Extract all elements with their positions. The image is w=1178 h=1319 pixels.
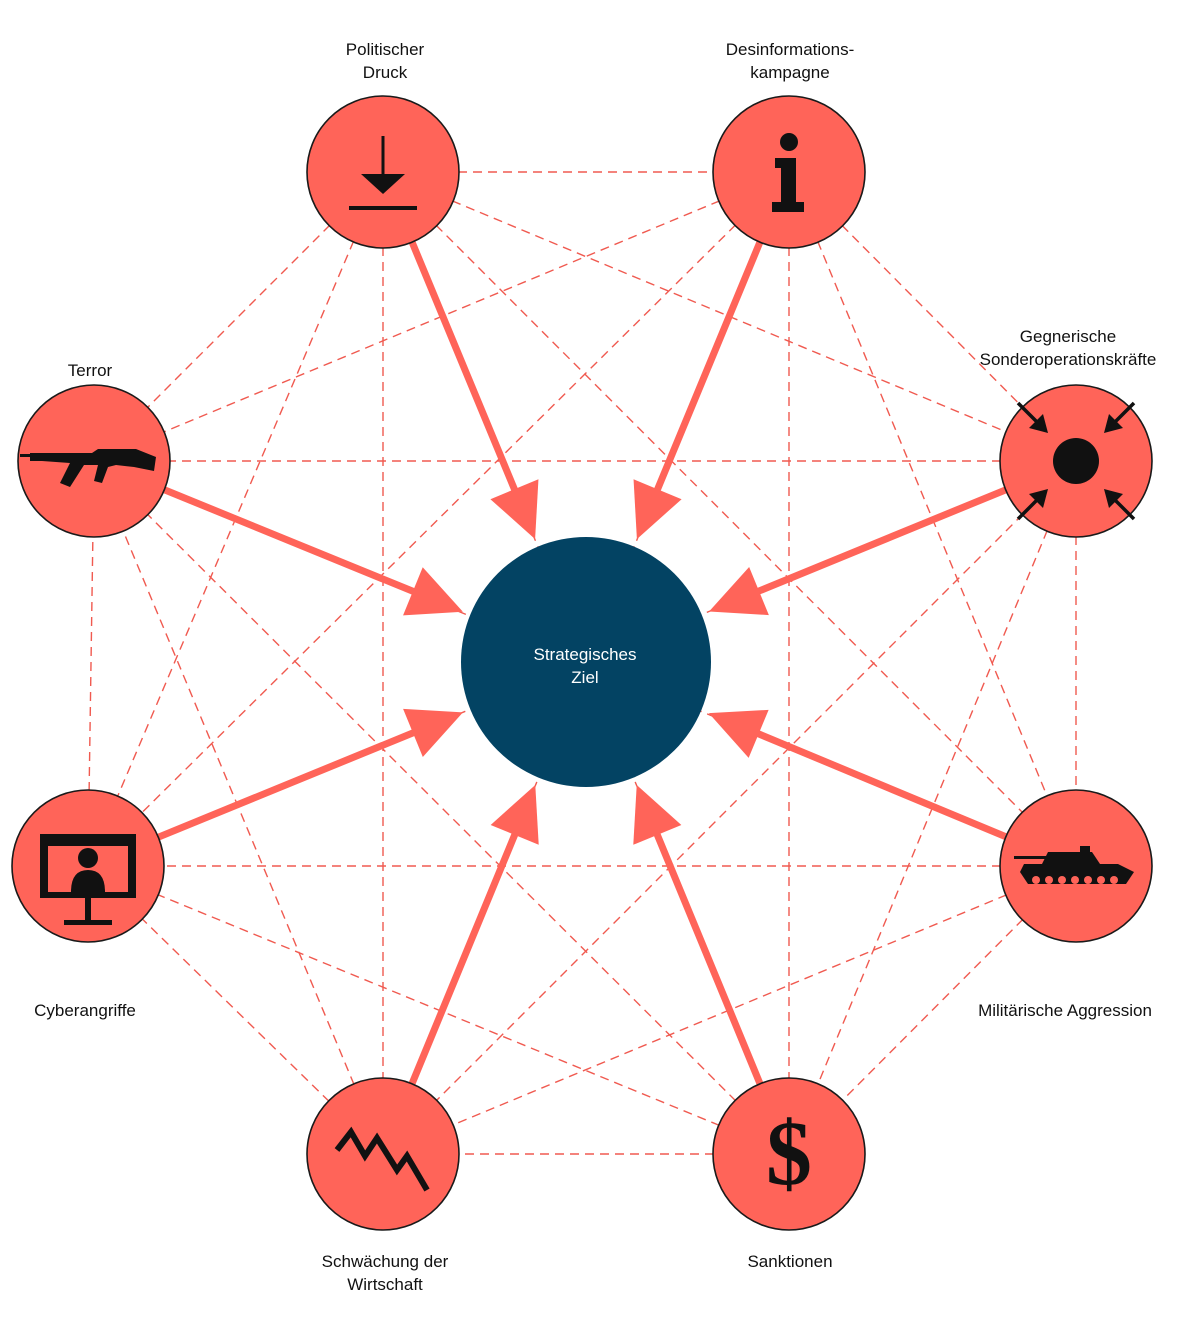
node-politischer-druck [306,95,460,249]
node-terror [17,384,171,538]
arrow-shaft [157,728,418,841]
svg-text:$: $ [766,1102,812,1204]
arrows-to-center [157,240,1008,1086]
dashed-connection [382,171,1077,867]
arrow-head [633,784,682,845]
node-desinformation [712,95,866,249]
label-terror: Terror [67,361,113,380]
dollar-icon: $ [766,1102,812,1204]
arrow-shaft [163,486,418,597]
arrow-shaft [652,829,764,1086]
arrow-shaft [753,729,1008,841]
dashed-connection [93,460,790,1155]
arrow-shaft [753,486,1008,596]
arrow-shaft [408,240,520,495]
target-converge-icon [1016,401,1136,521]
dashed-connection [87,865,790,1155]
tank-icon [1014,846,1134,884]
node-sonderoperationen [999,384,1153,538]
label-cyber: Cyberangriffe [34,1001,136,1020]
node-circle [306,1077,460,1231]
dashed-connection [382,460,1077,1155]
node-militaer [999,789,1153,943]
down-arrow-to-line-icon [349,136,417,210]
center-label-line1: Strategisches [533,645,637,664]
arrow-head [490,784,539,845]
center-circle [461,537,711,787]
arrow-head [633,479,682,540]
node-cyber [11,789,165,943]
center-label-line2: Ziel [571,668,599,687]
node-circle [712,1077,866,1231]
arrow-head [403,708,463,757]
hacker-monitor-icon [40,834,136,925]
dashed-connection [87,171,790,867]
arrow-head [709,566,769,616]
arrow-head [403,567,463,616]
zigzag-decline-icon [334,1126,430,1192]
arrow-shaft [652,240,764,495]
node-sanktionen: $ [712,1077,866,1231]
center-label: Strategisches Ziel [460,643,710,689]
info-icon [772,133,804,212]
node-wirtschaft [306,1077,460,1231]
arrow-head [708,709,769,758]
nodes: $ [11,95,1153,1231]
arrow-head [490,479,539,540]
label-desinformation: Desinformations-kampagne [725,40,855,82]
label-militaer: Militärische Aggression [978,1001,1152,1020]
rifle-icon [20,449,156,487]
arrow-shaft [408,829,520,1086]
label-sanktionen: Sanktionen [747,1252,833,1271]
